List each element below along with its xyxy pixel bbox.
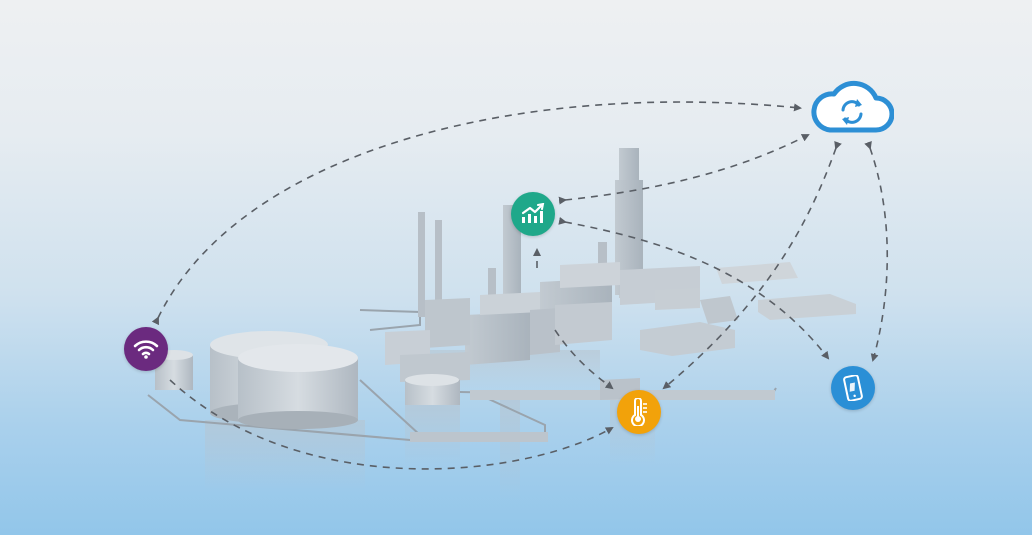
arrow-wifi-temperature — [169, 379, 614, 470]
wifi-icon — [133, 340, 159, 359]
arrow-cloud-plant — [662, 140, 842, 390]
wifi-node — [124, 327, 168, 371]
cloud-sync-icon — [810, 80, 894, 134]
arrow-analytics-cloud — [558, 134, 810, 205]
thermometer-icon — [631, 398, 647, 426]
mobile-node — [831, 366, 875, 410]
temperature-node — [617, 390, 661, 434]
analytics-chart-icon — [521, 203, 545, 223]
arrow-wifi-cloud — [151, 101, 802, 326]
analytics-node — [511, 192, 555, 236]
arrow-analytics-mobile — [558, 216, 830, 360]
mobile-phone-icon — [843, 375, 863, 401]
arrow-plant-temperature — [554, 329, 614, 390]
arrow-cloud-mobile — [864, 141, 889, 362]
pipe-rack-bottom — [410, 432, 548, 442]
